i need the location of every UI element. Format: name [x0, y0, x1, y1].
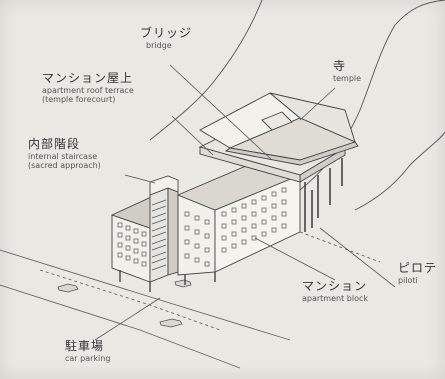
label-temple-jp: 寺: [333, 59, 347, 73]
label-piloti: ピロテ piloti: [398, 261, 438, 285]
label-temple: 寺 temple: [333, 59, 362, 83]
label-parking-en: car parking: [65, 353, 111, 363]
hillside-line-far: [354, 131, 445, 211]
label-block-en: apartment block: [302, 293, 368, 303]
label-temple-en: temple: [333, 73, 362, 83]
leader-piloti-dash: [299, 231, 381, 263]
temple-building: [199, 92, 359, 166]
left-wing-windows: [117, 222, 147, 267]
label-staircase: 内部階段 internal staircase (sacred approach…: [28, 137, 101, 170]
leader-piloti: [319, 227, 396, 288]
road-center: [39, 269, 221, 331]
label-roof-en1: apartment roof terrace: [42, 85, 134, 95]
label-roof-jp: マンション屋上: [42, 71, 134, 85]
label-bridge-en: bridge: [146, 40, 172, 50]
leader-roof: [171, 115, 214, 156]
ground-pilotis: [119, 270, 216, 292]
road-edge-top: [0, 249, 291, 341]
hillside-line-left: [149, 0, 263, 141]
car-3: [174, 279, 192, 288]
leader-block: [254, 237, 336, 281]
leader-lines: [94, 64, 396, 341]
label-bridge: ブリッジ bridge: [140, 26, 193, 50]
cars: [57, 279, 192, 328]
label-stair-en1: internal staircase: [28, 151, 98, 161]
stair-tower-top: [149, 175, 179, 196]
staircase-core: [149, 175, 179, 283]
road-lines: [0, 249, 291, 369]
leader-stair: [124, 174, 156, 184]
label-block-jp: マンション: [302, 279, 368, 293]
car-1: [57, 283, 79, 293]
label-bridge-jp: ブリッジ: [140, 26, 193, 40]
label-parking-jp: 駐車場: [65, 339, 105, 353]
label-piloti-en: piloti: [398, 275, 418, 285]
temple-eave: [224, 141, 359, 166]
label-stair-jp: 内部階段: [28, 137, 81, 151]
label-roof-terrace: マンション屋上 apartment roof terrace (temple f…: [42, 71, 134, 104]
main-block-windows: [184, 187, 287, 267]
label-roof-en2: (temple forecourt): [42, 94, 116, 104]
label-piloti-jp: ピロテ: [398, 261, 438, 275]
leader-temple: [299, 87, 336, 121]
leader-bridge: [169, 64, 273, 161]
car-2: [159, 318, 183, 328]
road-edge-bottom: [0, 284, 241, 369]
label-apartment-block: マンション apartment block: [302, 279, 368, 303]
leader-parking: [94, 297, 161, 341]
label-car-parking: 駐車場 car parking: [65, 339, 111, 363]
temple-pilotis: [304, 158, 343, 232]
label-stair-en2: (sacred approach): [28, 160, 101, 170]
